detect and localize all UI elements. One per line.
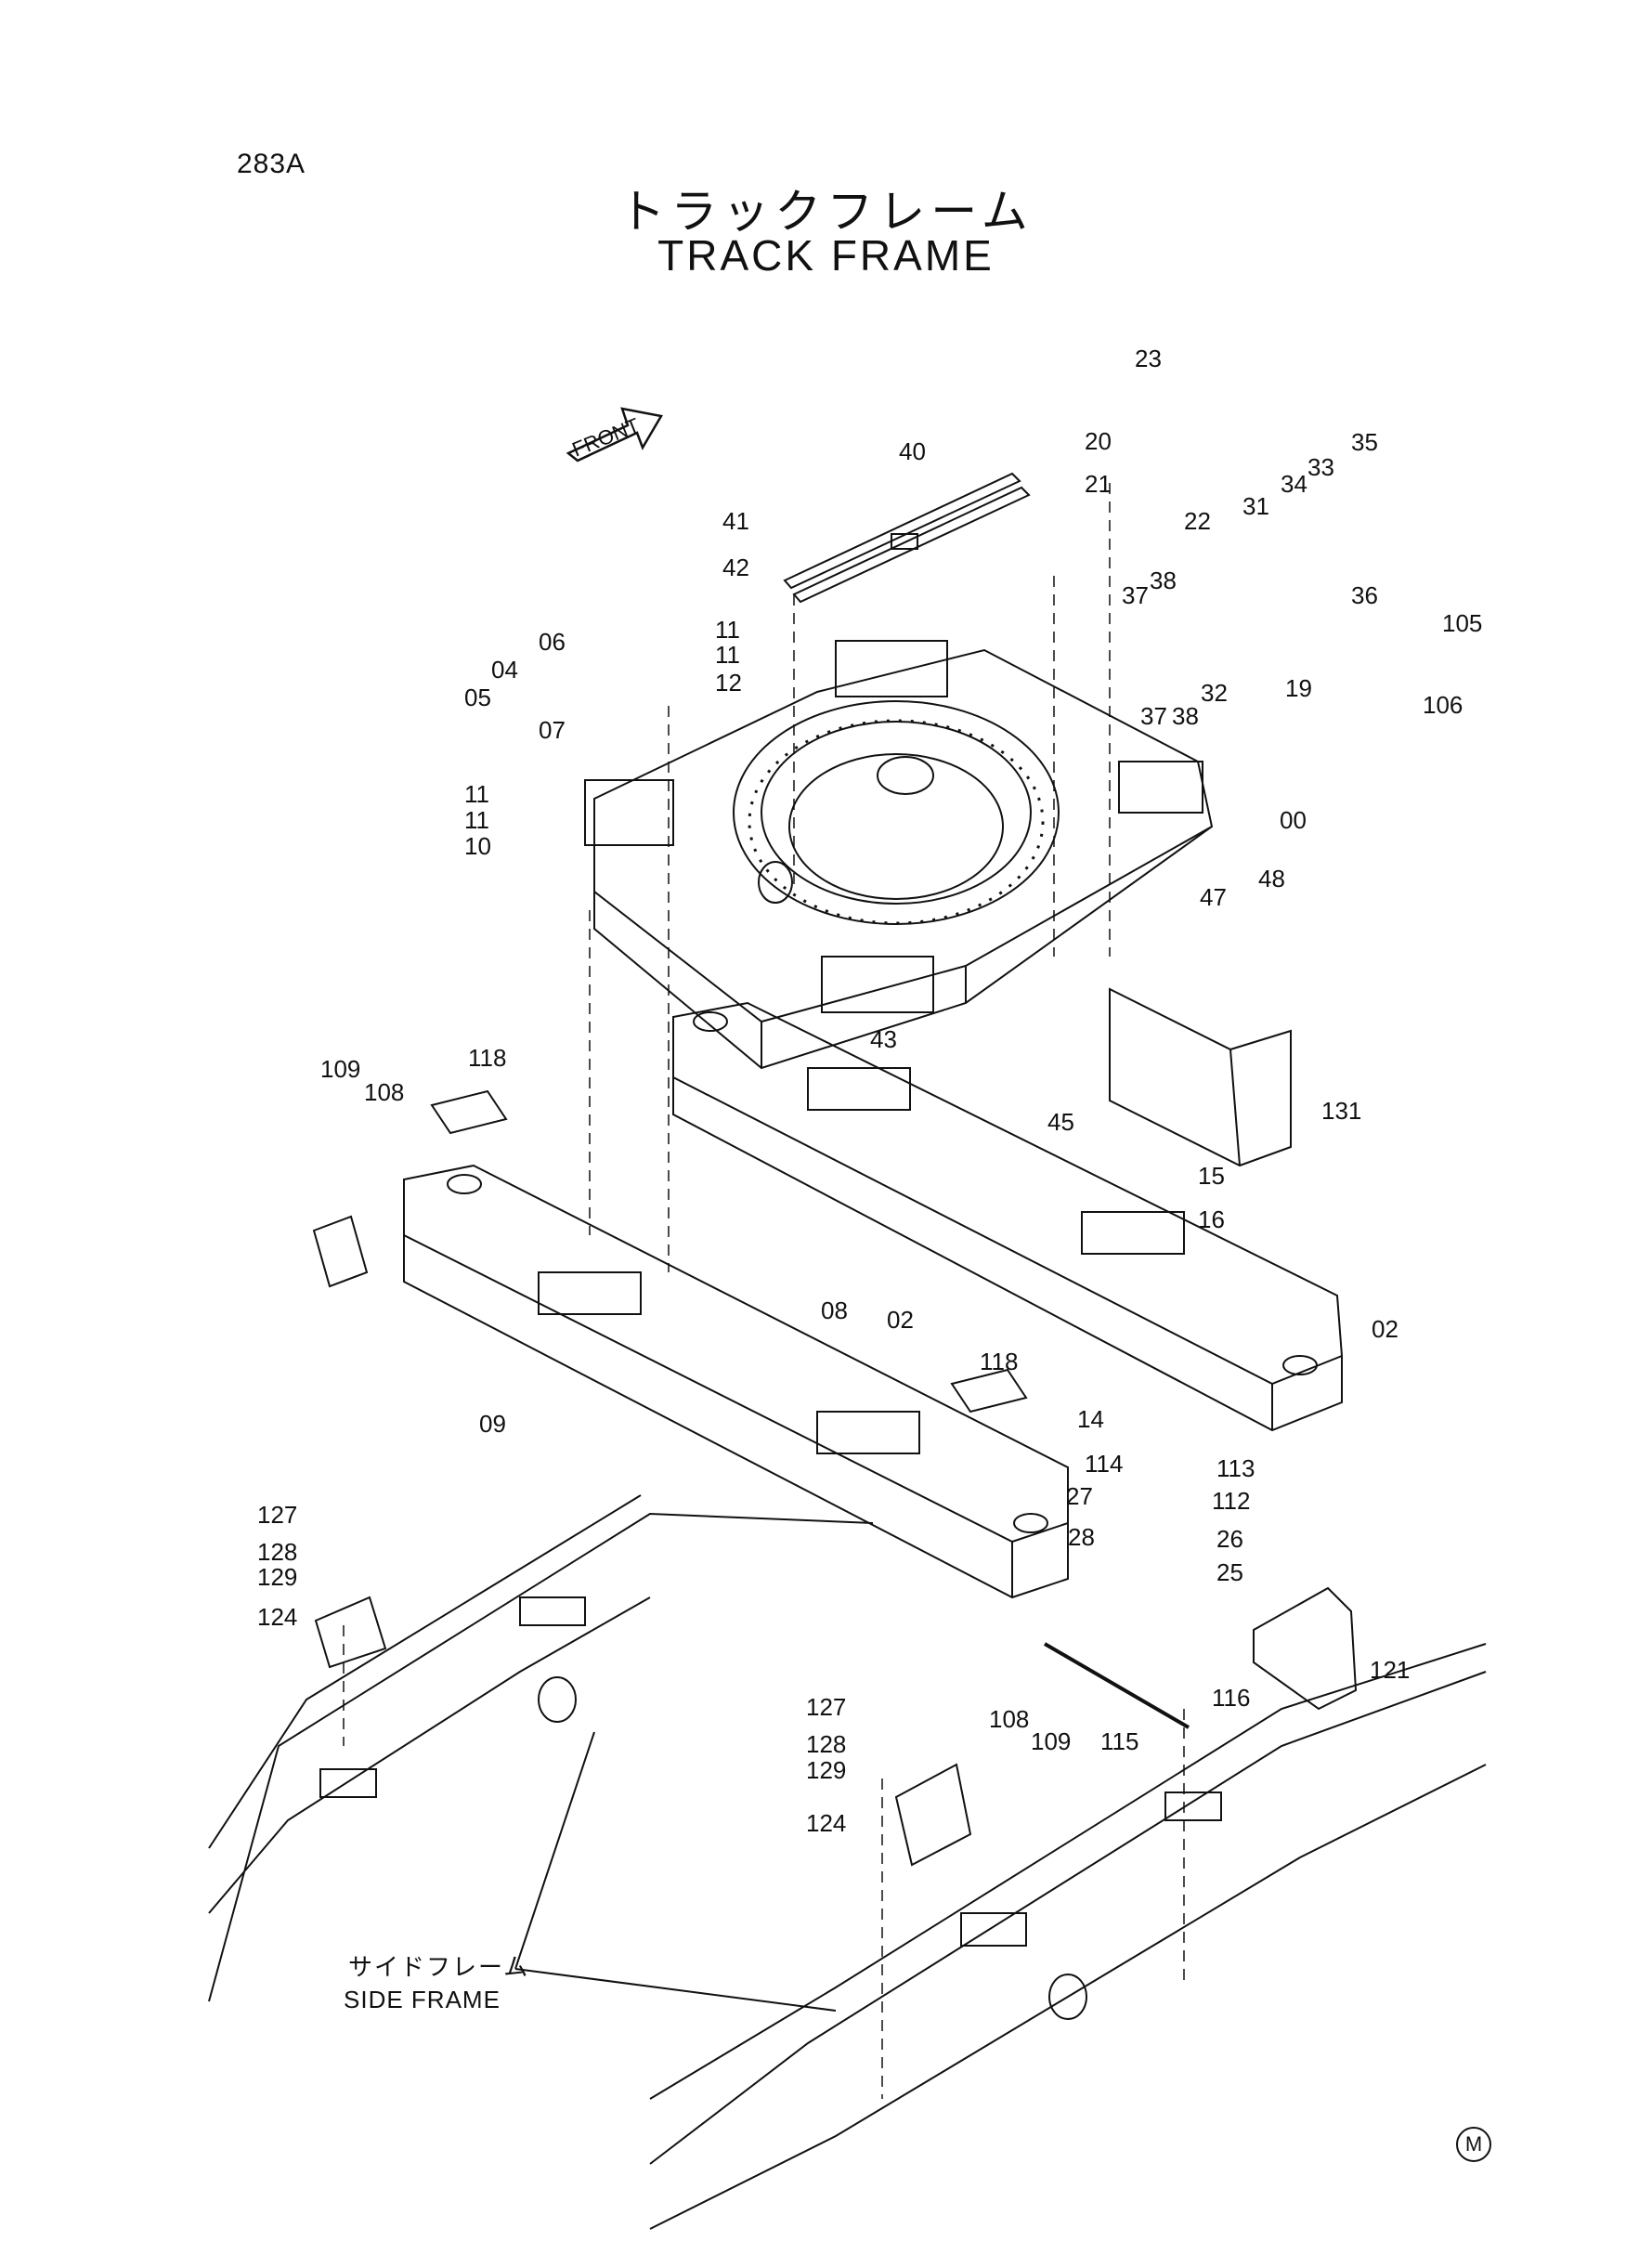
left-side-frame-part	[209, 1495, 873, 2001]
manufacturer-mark: M	[1456, 2127, 1491, 2162]
side-frame-leader	[515, 1732, 594, 1969]
part-callout-19: 19	[1285, 674, 1312, 702]
part-callout-118: 118	[980, 1348, 1019, 1375]
part-callout-48: 48	[1258, 865, 1285, 892]
part-callout-11: 11	[464, 806, 489, 834]
part-callout-106: 106	[1423, 691, 1463, 719]
front-arrow-icon: FRONT	[568, 409, 661, 462]
part-callout-11: 11	[715, 641, 740, 669]
right-side-frame-part	[650, 1644, 1486, 2229]
part-callout-05: 05	[464, 684, 491, 711]
center-frame-part	[585, 641, 1212, 1068]
part-callout-112: 112	[1212, 1487, 1251, 1515]
part-callout-124: 124	[257, 1603, 298, 1631]
part-callout-06: 06	[539, 628, 566, 656]
part-callout-127: 127	[257, 1501, 298, 1529]
part-callout-108: 108	[364, 1078, 405, 1106]
part-callout-109: 109	[1031, 1727, 1072, 1755]
part-callout-38: 38	[1150, 567, 1177, 594]
part-callout-38: 38	[1172, 702, 1199, 730]
part-callout-35: 35	[1351, 428, 1378, 456]
part-callout-108: 108	[989, 1705, 1030, 1733]
battery-box-part	[1110, 989, 1291, 1166]
part-callout-128: 128	[806, 1730, 847, 1758]
part-callout-128: 128	[257, 1538, 298, 1566]
part-callout-131: 131	[1321, 1097, 1362, 1125]
part-callout-36: 36	[1351, 581, 1378, 609]
track-shaft-part	[1045, 1644, 1189, 1727]
part-callout-109: 109	[320, 1055, 361, 1083]
tracking-bar-part	[785, 474, 1029, 602]
side-frame-leader	[515, 1969, 836, 2011]
part-callout-10: 10	[464, 832, 491, 860]
part-callout-02: 02	[887, 1306, 914, 1334]
part-callout-115: 115	[1100, 1727, 1139, 1755]
part-callout-08: 08	[821, 1296, 848, 1324]
part-callout-00: 00	[1280, 806, 1307, 834]
part-callout-22: 22	[1184, 507, 1211, 535]
part-callout-16: 16	[1198, 1205, 1225, 1233]
side-frame-label-english: SIDE FRAME	[344, 1986, 501, 2013]
part-callout-12: 12	[715, 669, 742, 697]
part-callout-124: 124	[806, 1809, 847, 1837]
cover-plate-part	[314, 1217, 970, 1865]
part-callout-27: 27	[1066, 1482, 1093, 1510]
part-callout-37: 37	[1122, 581, 1149, 609]
part-callout-31: 31	[1242, 492, 1269, 520]
part-callout-42: 42	[722, 554, 749, 581]
assembly-guide-lines	[344, 483, 1184, 2099]
side-frame-label-japanese: サイドフレーム	[348, 1954, 530, 1982]
left-track-beam-part	[404, 1166, 1068, 1597]
diagram-title-japanese: トラックフレーム	[618, 185, 1034, 239]
part-callout-15: 15	[1198, 1162, 1225, 1190]
part-callout-114: 114	[1085, 1450, 1124, 1478]
part-callout-127: 127	[806, 1693, 847, 1721]
part-callout-21: 21	[1085, 470, 1112, 498]
part-callout-20: 20	[1085, 427, 1112, 455]
part-callout-43: 43	[870, 1025, 897, 1053]
part-callout-02: 02	[1372, 1315, 1398, 1343]
diagram-title-english: TRACK FRAME	[657, 231, 995, 280]
part-callout-41: 41	[722, 507, 749, 535]
part-callout-34: 34	[1281, 470, 1307, 498]
part-callout-07: 07	[539, 716, 566, 744]
part-callout-45: 45	[1047, 1108, 1074, 1136]
part-callout-47: 47	[1200, 883, 1227, 911]
lubrication-pad-part	[432, 1091, 1026, 1412]
rear-bracket-part	[1254, 1588, 1356, 1709]
part-callout-116: 116	[1212, 1684, 1251, 1712]
part-callout-33: 33	[1307, 453, 1334, 481]
part-callout-11: 11	[715, 616, 740, 644]
page-code: 283A	[237, 149, 306, 179]
part-callout-04: 04	[491, 656, 518, 684]
part-callout-25: 25	[1216, 1558, 1243, 1586]
part-callout-129: 129	[257, 1563, 298, 1591]
part-callout-118: 118	[468, 1044, 507, 1072]
part-callout-40: 40	[899, 437, 926, 465]
part-callout-37: 37	[1140, 702, 1167, 730]
part-callout-11: 11	[464, 780, 489, 808]
part-callout-26: 26	[1216, 1525, 1243, 1553]
part-callout-09: 09	[479, 1410, 506, 1438]
part-callout-23: 23	[1135, 345, 1162, 372]
part-callout-32: 32	[1201, 679, 1228, 707]
front-arrow-label: FRONT	[569, 413, 644, 462]
part-callout-28: 28	[1068, 1523, 1095, 1551]
part-callout-14: 14	[1077, 1405, 1104, 1433]
part-callout-129: 129	[806, 1756, 847, 1784]
part-callout-113: 113	[1216, 1454, 1255, 1482]
part-callout-105: 105	[1442, 609, 1483, 637]
part-callout-121: 121	[1370, 1656, 1411, 1684]
right-track-beam-part	[673, 1003, 1342, 1430]
